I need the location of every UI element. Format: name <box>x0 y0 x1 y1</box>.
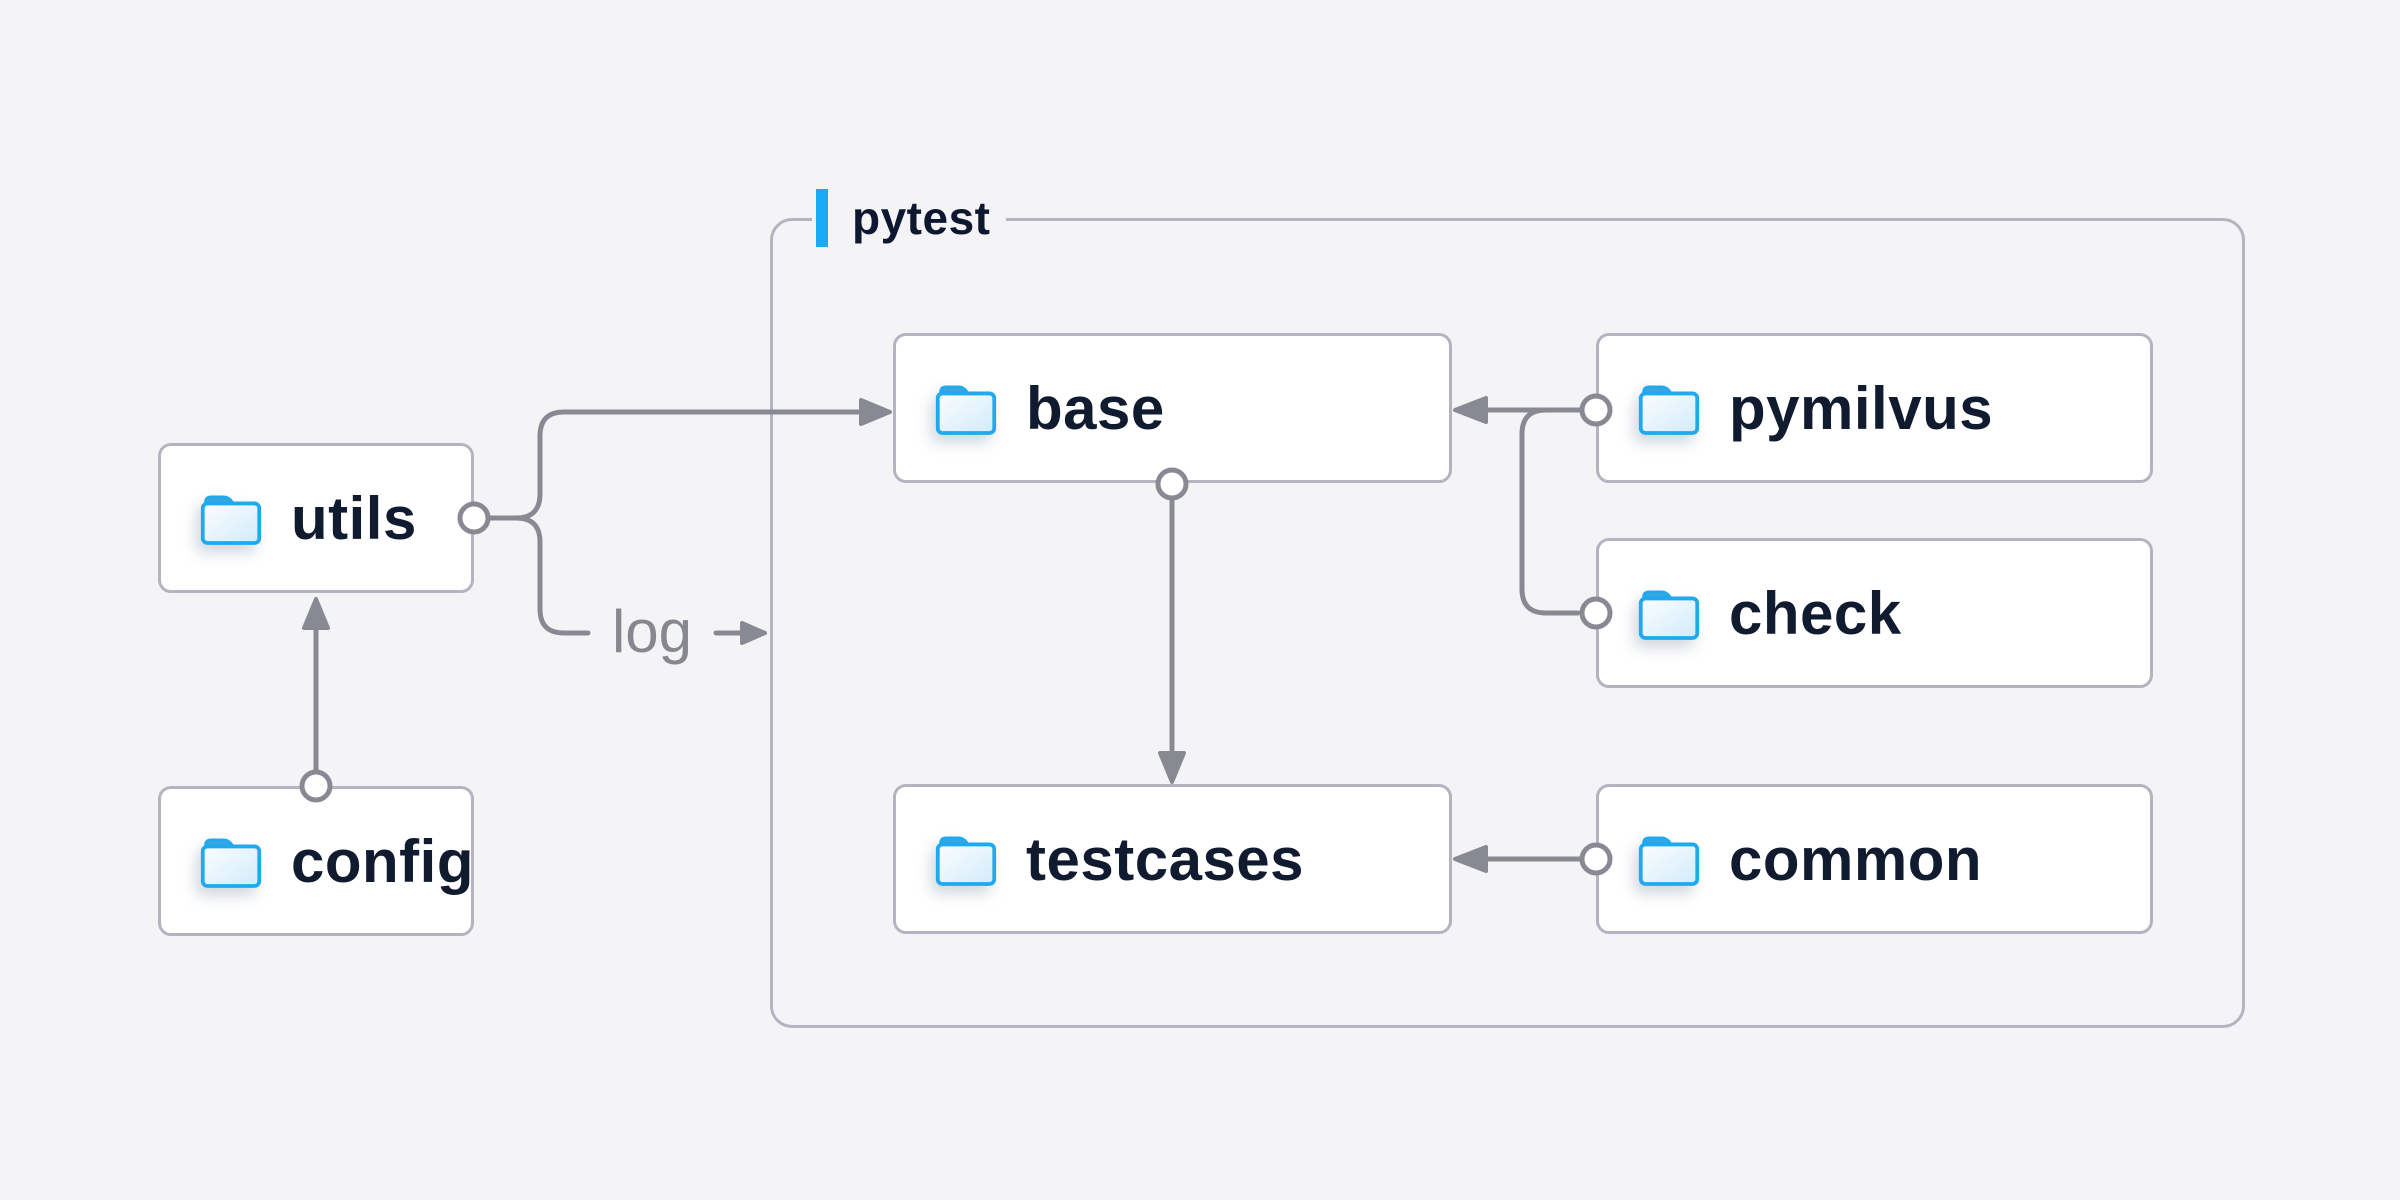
node-pymilvus: pymilvus <box>1596 333 2153 483</box>
node-testcases-label: testcases <box>1026 825 1305 893</box>
accent-bar <box>816 189 828 247</box>
pytest-group-label: pytest <box>812 188 1007 248</box>
folder-icon <box>199 491 263 546</box>
edge-utils-log <box>513 515 591 636</box>
node-check-label: check <box>1729 579 1902 647</box>
arrowhead-config-utils <box>302 597 330 630</box>
node-config: config <box>158 786 474 936</box>
folder-icon <box>1637 586 1701 641</box>
folder-icon <box>934 832 998 887</box>
node-config-label: config <box>291 827 474 895</box>
arrowhead-log <box>740 621 767 645</box>
node-base-label: base <box>1026 374 1165 442</box>
node-utils: utils <box>158 443 474 593</box>
node-utils-label: utils <box>291 484 417 552</box>
edge-label-log: log <box>611 598 693 665</box>
node-common-label: common <box>1729 825 1983 893</box>
node-testcases: testcases <box>893 784 1452 934</box>
node-check: check <box>1596 538 2153 688</box>
node-base: base <box>893 333 1452 483</box>
node-common: common <box>1596 784 2153 934</box>
folder-icon <box>1637 832 1701 887</box>
pytest-group-container <box>770 218 2245 1028</box>
node-pymilvus-label: pymilvus <box>1729 374 1994 442</box>
folder-icon <box>934 381 998 436</box>
pytest-group-label-text: pytest <box>852 192 991 244</box>
folder-icon <box>1637 381 1701 436</box>
folder-icon <box>199 834 263 889</box>
